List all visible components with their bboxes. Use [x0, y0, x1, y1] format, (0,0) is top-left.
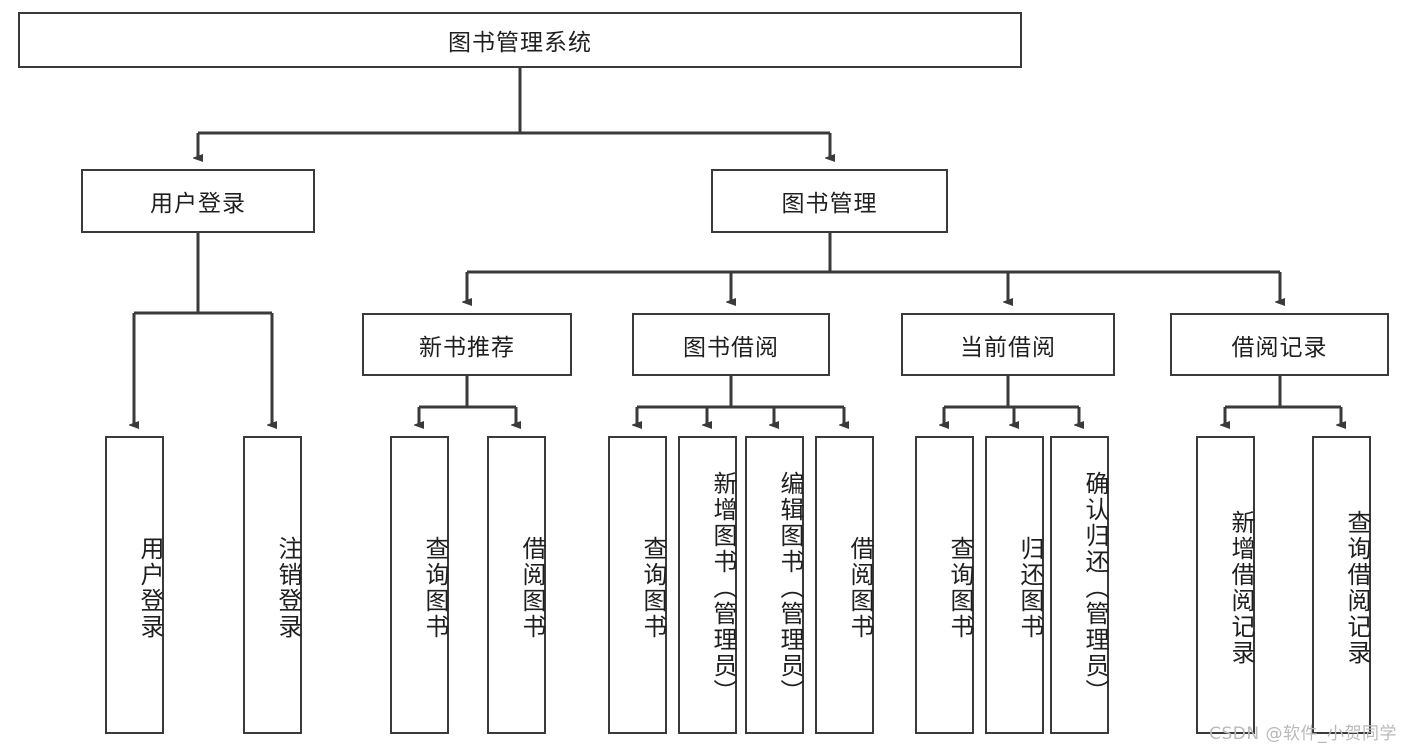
node-label: 用户登录 [136, 536, 164, 640]
leaf-recommend-borrow-book[interactable]: 借阅图书 [487, 436, 546, 734]
node-label: 编辑图书（管理员） [776, 471, 804, 705]
leaf-record-add-record[interactable]: 新增借阅记录 [1196, 436, 1255, 734]
node-book-borrow[interactable]: 图书借阅 [632, 313, 830, 376]
node-label: 查询图书 [421, 536, 449, 640]
node-current-borrow[interactable]: 当前借阅 [901, 313, 1115, 376]
node-label: 图书管理 [781, 191, 878, 217]
leaf-borrow-query-book[interactable]: 查询图书 [608, 436, 667, 734]
node-label: 图书管理系统 [448, 30, 592, 56]
node-label: 新增图书（管理员） [709, 471, 737, 705]
node-label: 查询图书 [946, 536, 974, 640]
leaf-user-login[interactable]: 用户登录 [105, 436, 164, 734]
leaf-current-confirm-return-admin[interactable]: 确认归还（管理员） [1050, 436, 1109, 734]
leaf-recommend-query-book[interactable]: 查询图书 [390, 436, 449, 734]
leaf-user-logout[interactable]: 注销登录 [243, 436, 302, 734]
node-label: 当前借阅 [960, 334, 1056, 361]
node-root-system[interactable]: 图书管理系统 [18, 12, 1022, 68]
node-label: 注销登录 [274, 536, 302, 640]
leaf-borrow-borrow-book[interactable]: 借阅图书 [815, 436, 874, 734]
node-label: 图书借阅 [683, 334, 779, 361]
watermark-text: CSDN @软件_小贺同学 [1209, 724, 1397, 744]
leaf-borrow-edit-book-admin[interactable]: 编辑图书（管理员） [745, 436, 804, 734]
node-label: 用户登录 [150, 191, 246, 217]
node-new-book-recommend[interactable]: 新书推荐 [362, 313, 572, 376]
node-borrow-record[interactable]: 借阅记录 [1170, 313, 1389, 376]
leaf-borrow-add-book-admin[interactable]: 新增图书（管理员） [678, 436, 737, 734]
node-label: 借阅记录 [1231, 334, 1328, 361]
node-label: 查询借阅记录 [1343, 510, 1371, 666]
node-label: 查询图书 [639, 536, 667, 640]
node-book-management[interactable]: 图书管理 [711, 169, 948, 233]
node-label: 新书推荐 [419, 334, 515, 361]
node-label: 确认归还（管理员） [1081, 471, 1109, 705]
leaf-current-return-book[interactable]: 归还图书 [985, 436, 1044, 734]
node-label: 借阅图书 [518, 536, 546, 640]
node-user-login[interactable]: 用户登录 [81, 169, 315, 233]
leaf-current-query-book[interactable]: 查询图书 [915, 436, 974, 734]
node-label: 新增借阅记录 [1227, 510, 1255, 666]
node-label: 借阅图书 [846, 536, 874, 640]
node-label: 归还图书 [1016, 536, 1044, 640]
leaf-record-query-record[interactable]: 查询借阅记录 [1312, 436, 1371, 734]
